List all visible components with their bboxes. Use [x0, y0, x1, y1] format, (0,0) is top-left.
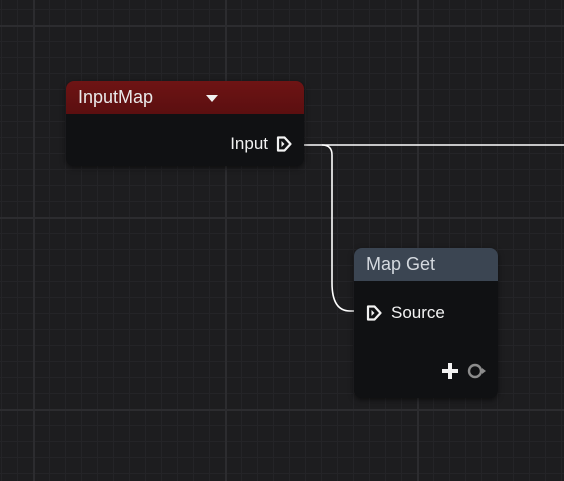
add-pin-icon[interactable]: [466, 362, 488, 380]
node-title: Map Get: [366, 254, 436, 274]
input-pin-label: Source: [391, 303, 445, 322]
inputmap-node[interactable]: InputMap Input: [66, 81, 304, 166]
node-header[interactable]: InputMap: [66, 81, 304, 114]
plus-icon[interactable]: [442, 363, 458, 379]
node-title: InputMap: [78, 87, 154, 107]
exec-pin-icon[interactable]: [276, 136, 292, 152]
map-get-node[interactable]: Map Get Source: [354, 248, 498, 398]
chevron-down-icon[interactable]: [206, 95, 218, 102]
output-pin-row: Input: [230, 134, 292, 154]
node-header[interactable]: Map Get: [354, 248, 498, 281]
output-pin-label: Input: [230, 134, 268, 153]
exec-pin-icon[interactable]: [366, 305, 382, 321]
input-pin-row: Source: [366, 303, 445, 323]
add-pin-row: [442, 362, 488, 380]
